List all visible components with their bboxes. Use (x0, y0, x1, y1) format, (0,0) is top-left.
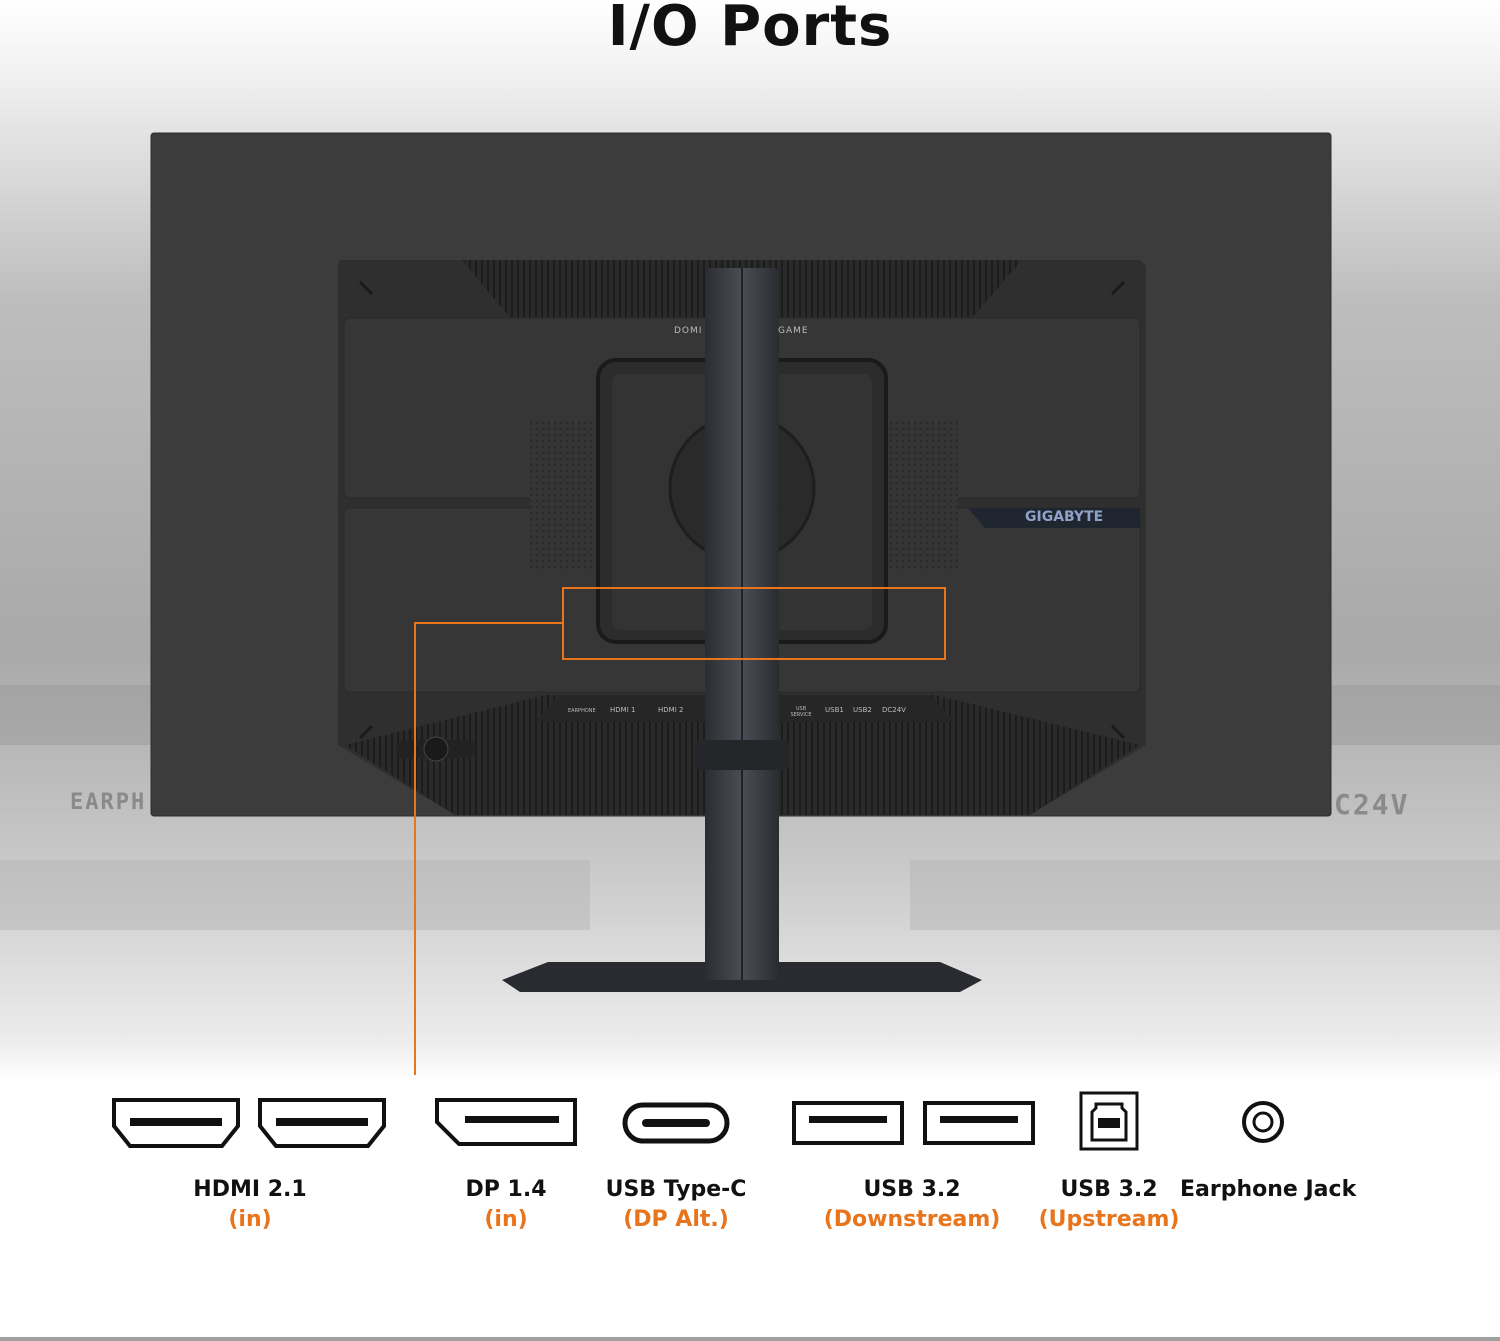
port-label-usb-c: USB Type-C (DP Alt.) (576, 1175, 776, 1235)
port-detail: (DP Alt.) (623, 1207, 729, 1232)
rear-label-usb-service: USB SERVICE (790, 706, 812, 718)
rear-label-usb1: USB1 (825, 706, 844, 714)
rear-label-dc24v: DC24V (882, 706, 906, 714)
rear-label-earphone: EARPHONE (568, 708, 596, 714)
port-name: HDMI 2.1 (193, 1177, 307, 1202)
usb-a-icon (792, 1101, 1035, 1145)
port-label-usb-downstream: USB 3.2 (Downstream) (812, 1175, 1012, 1235)
port-detail: (Downstream) (823, 1207, 1001, 1232)
port-name: USB 3.2 (863, 1177, 961, 1202)
stand-clip (695, 740, 789, 770)
port-name: USB Type-C (605, 1177, 747, 1202)
port-label-earphone: Earphone Jack (1180, 1175, 1357, 1205)
usb-c-icon (622, 1102, 730, 1144)
port-name: Earphone Jack (1180, 1177, 1357, 1202)
port-detail: (in) (484, 1207, 528, 1232)
rear-label-usb2: USB2 (853, 706, 872, 714)
port-label-hdmi: HDMI 2.1 (in) (150, 1175, 350, 1235)
rear-label-hdmi2: HDMI 2 (658, 706, 684, 714)
background-port-label-left: EARPH (70, 790, 147, 815)
port-label-usb-upstream: USB 3.2 (Upstream) (1032, 1175, 1186, 1235)
panel-text-left: DOMI (674, 326, 703, 336)
logo-plate (968, 508, 1140, 528)
rear-label-hdmi1: HDMI 1 (610, 706, 636, 714)
audio-jack-icon (1242, 1101, 1284, 1143)
bottom-divider (0, 1337, 1500, 1341)
ports-callout-line (414, 622, 563, 1075)
port-detail: (in) (228, 1207, 272, 1232)
port-name: USB 3.2 (1060, 1177, 1158, 1202)
panel-text-right: GAME (778, 326, 809, 336)
port-name: DP 1.4 (465, 1177, 547, 1202)
page-title: I/O Ports (607, 0, 893, 59)
brand-logo: GIGABYTE (1025, 509, 1104, 525)
port-detail: (Upstream) (1038, 1207, 1180, 1232)
port-label-dp: DP 1.4 (in) (406, 1175, 606, 1235)
hdmi-icon (112, 1098, 386, 1148)
background-port-label-right: C24V (1334, 788, 1410, 821)
displayport-icon (435, 1098, 577, 1146)
usb-b-icon (1079, 1091, 1139, 1151)
